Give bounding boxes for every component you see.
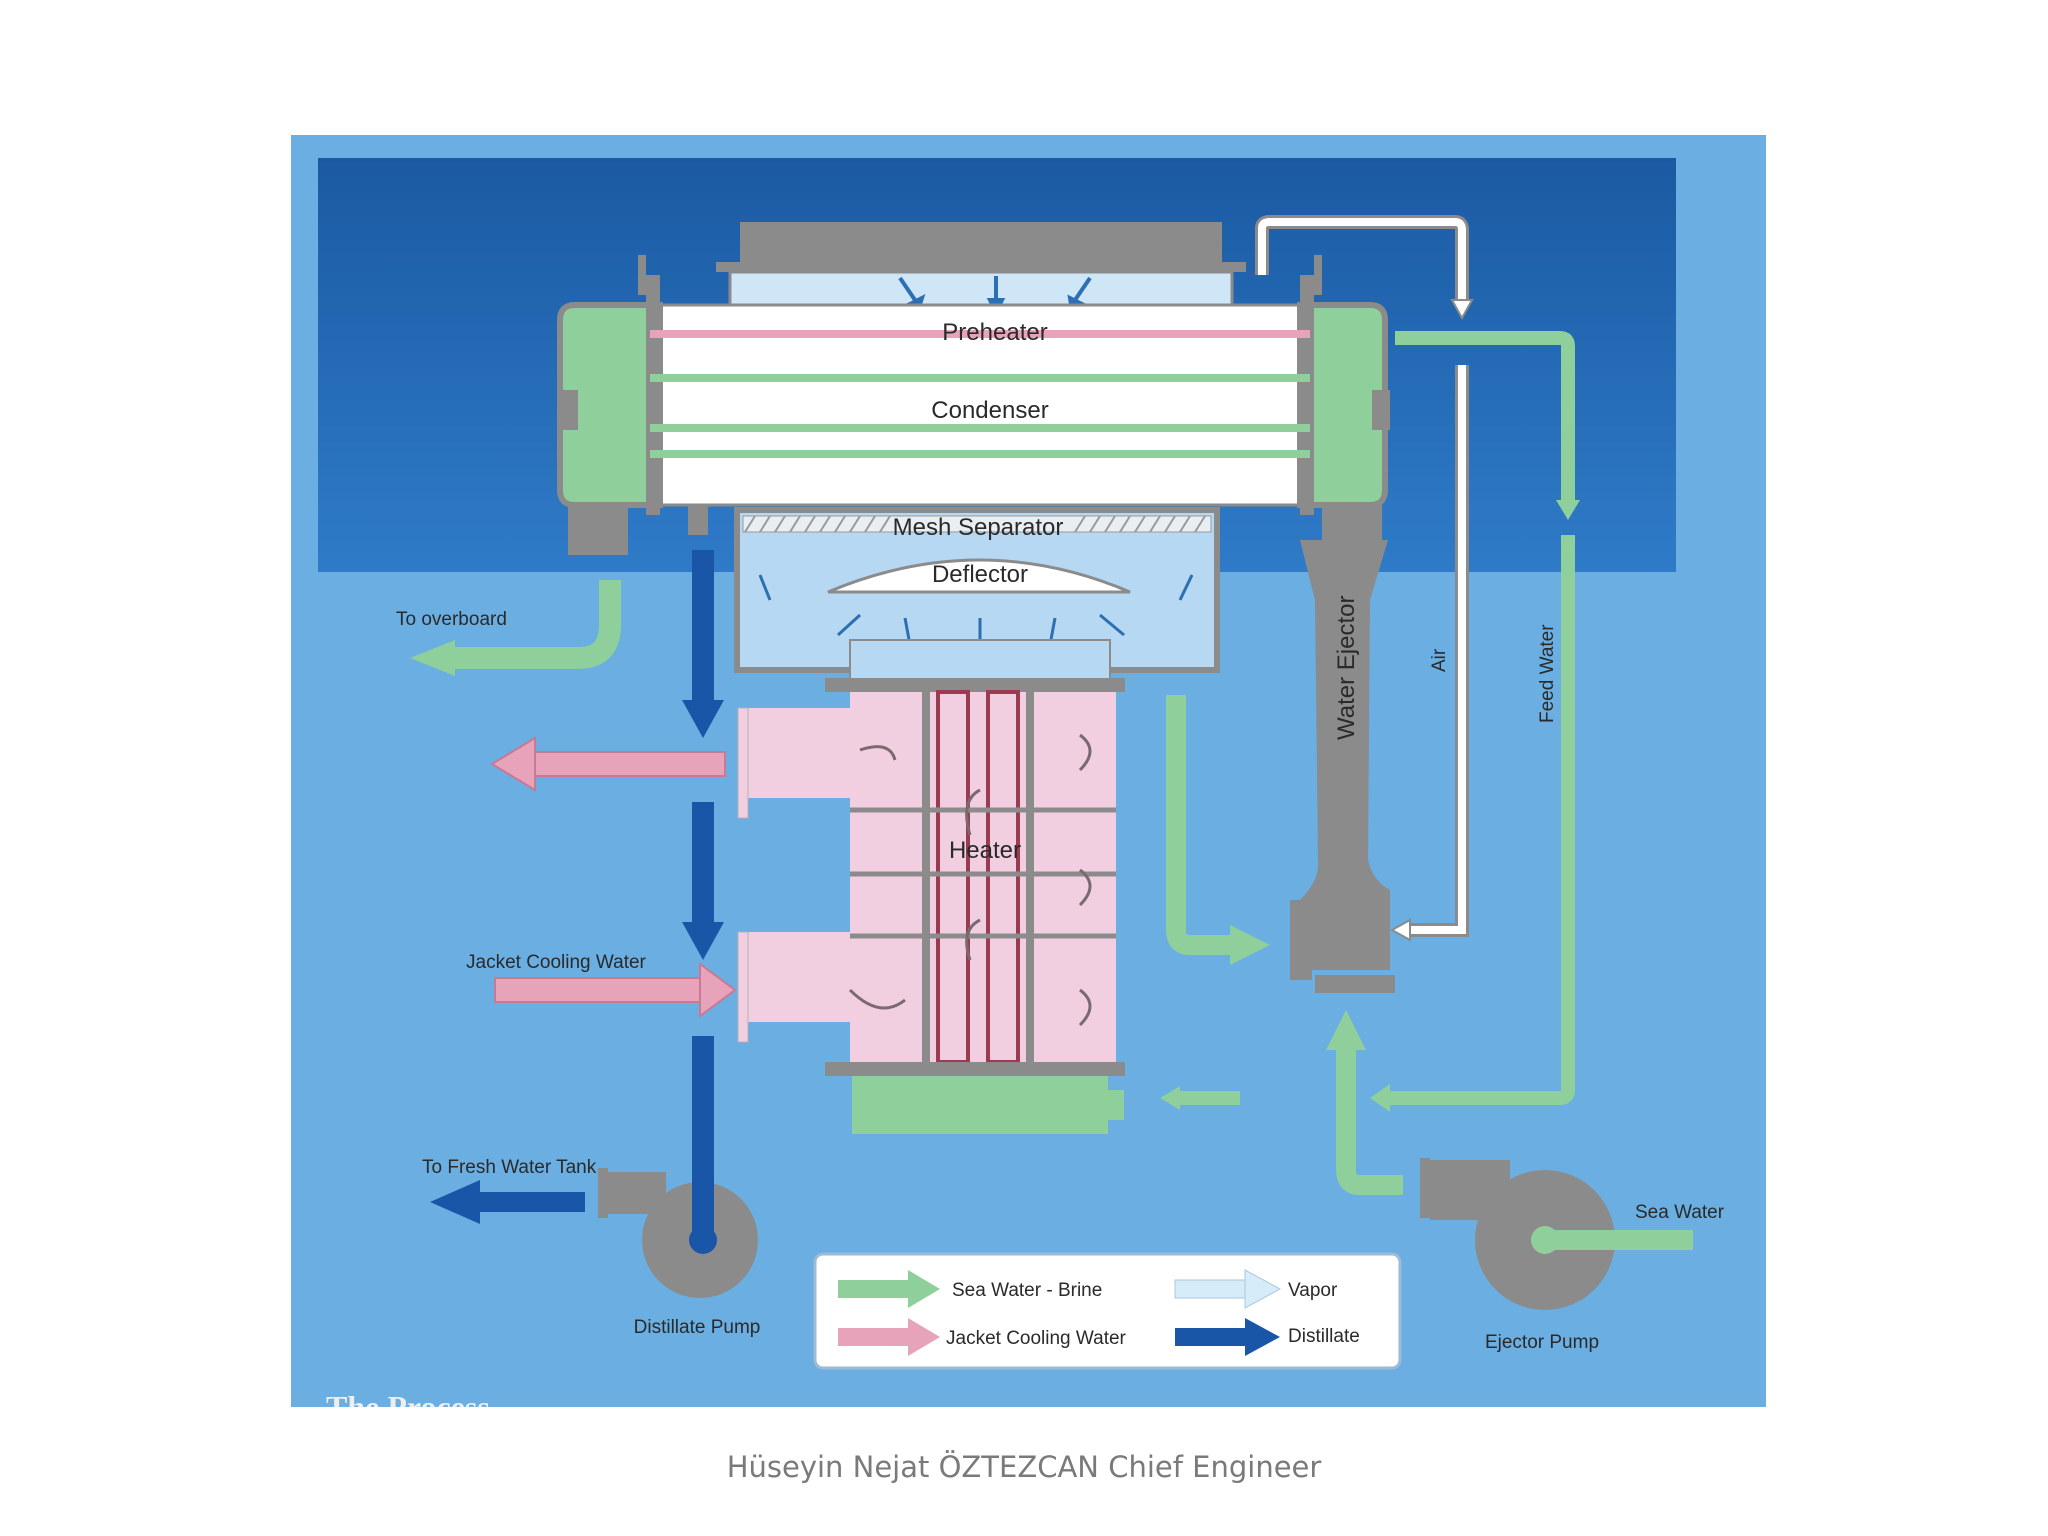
air-line	[1255, 215, 1474, 942]
water-ejector-label: Water Ejector	[1333, 596, 1360, 740]
condenser-label: Condenser	[931, 397, 1048, 424]
mesh-separator	[742, 515, 1212, 533]
feed-water-label: Feed Water	[1537, 624, 1558, 723]
jacket-cooling-water-label: Jacket Cooling Water	[466, 952, 647, 973]
legend-label: Vapor	[1288, 1280, 1338, 1301]
distillate-pump-label: Distillate Pump	[634, 1317, 761, 1338]
legend-item-vapor: Vapor	[1174, 1269, 1338, 1309]
deflector-label: Deflector	[932, 561, 1028, 588]
to-overboard-label: To overboard	[396, 609, 507, 630]
author-credit: Hüseyin Nejat ÖZTEZCAN Chief Engineer	[726, 1450, 1322, 1484]
to-fresh-water-tank-label: To Fresh Water Tank	[422, 1157, 597, 1178]
air-label: Air	[1429, 648, 1450, 672]
ejector-pump-label: Ejector Pump	[1485, 1332, 1599, 1353]
legend-label: Sea Water - Brine	[952, 1280, 1102, 1301]
heater-unit	[737, 678, 1125, 1134]
legend-label: Distillate	[1288, 1326, 1360, 1347]
feed-water-line	[410, 331, 1693, 1254]
water-ejector	[1290, 540, 1395, 993]
jacket-cooling-line	[490, 736, 737, 1018]
distillate-line	[430, 550, 724, 1254]
sea-water-label: Sea Water	[1635, 1202, 1725, 1223]
legend: Sea Water - Brine Vapor Jacket Cooling W…	[813, 1252, 1402, 1370]
deflector	[827, 558, 1131, 594]
separator-chamber	[688, 505, 1220, 681]
legend-item-sea-water-brine: Sea Water - Brine	[838, 1270, 1102, 1308]
condenser-unit	[557, 222, 1390, 555]
preheater-label: Preheater	[942, 319, 1047, 346]
mesh-separator-label: Mesh Separator	[893, 514, 1064, 541]
legend-item-distillate: Distillate	[1175, 1318, 1360, 1356]
heater-label: Heater	[949, 837, 1021, 864]
legend-item-jacket-cooling-water: Jacket Cooling Water	[838, 1318, 1127, 1356]
legend-label: Jacket Cooling Water	[946, 1328, 1127, 1349]
